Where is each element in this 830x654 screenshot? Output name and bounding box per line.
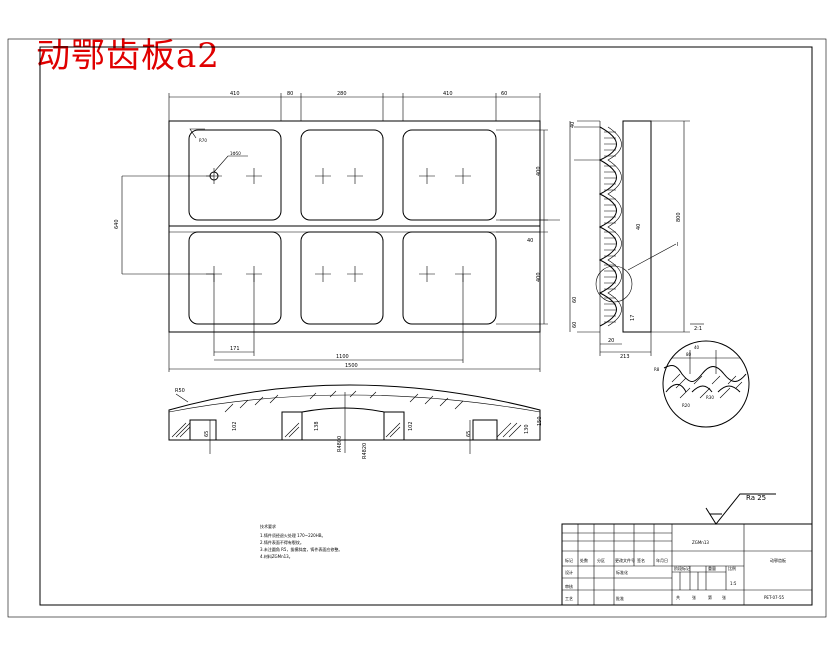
dim-side-b3: 17 [630,315,636,321]
notes-line: 3.未注圆角 R5，拔模斜度，铸件表面应修整。 [260,546,342,552]
tb-cell: 重量 [708,565,716,571]
dim-r4820: R4820 [362,443,368,459]
title-block-name: 动鄂齿板 [770,557,786,563]
tb-cell: 设计 [565,569,573,575]
sheet-inner-frame [39,46,813,606]
tb-cell: 工艺 [565,596,573,601]
tb-cell: 审核 [565,583,573,589]
notes-line: 2.铸件表面不得有裂纹。 [260,539,304,545]
dim-side-b2: 60 [572,322,578,328]
pocket [402,231,497,325]
dim-top-5: 60 [501,91,507,97]
tb-cell: 年月日 [656,557,668,563]
tb-cell: 共 [676,594,680,600]
detail-r30: R30 [706,395,714,400]
dim-side-b4: 20 [608,338,614,344]
drawing-title: 动鄂齿板a2 [36,36,220,76]
tb-cell: 更改文件号 [615,557,635,563]
dim-h1: 65 [204,431,210,437]
dim-bottom-1: 171 [230,346,240,352]
sheet-outer-frame [7,38,827,618]
dim-h7: 150 [537,416,543,426]
title-block-material: ZGMn13 [692,540,709,545]
tb-cell: 标准化 [616,569,628,575]
title-block-scale: 1:5 [730,581,737,586]
dim-h4: 102 [408,421,414,431]
dim-h2: 102 [232,421,238,431]
title-block-drawing-number: PET-07-55 [764,595,785,600]
dim-top-3: 280 [337,91,347,97]
roughness-value: Ra 25 [746,494,766,502]
dim-side-height: 800 [676,212,682,222]
detail-marker: Ⅰ [677,242,678,248]
tb-cell: 标记 [565,557,573,563]
pocket [300,129,384,221]
detail-r8: R8 [654,367,660,372]
tb-cell: 批准 [616,595,624,601]
detail-40: 40 [694,345,700,350]
bolt-centre-marks [206,168,471,282]
dim-r4800: R4800 [337,436,343,452]
dim-top-2: 80 [287,91,293,97]
dim-side-b1: 60 [572,297,578,303]
tb-cell: 第 [708,594,712,600]
plan-view: R70 1Φ50 410 80 280 410 60 640 400 40 40… [114,91,560,372]
section-view: R50 65 102 138 102 65 130 150 R4800 R482… [168,384,543,459]
leader-hole: 1Φ50 [230,151,241,156]
dim-right-1: 400 [536,166,542,176]
tb-cell: 签名 [637,557,645,563]
technical-notes: 技术要求 1.铸件须经退火处理 170~220HB。 2.铸件表面不得有裂纹。 … [260,523,342,559]
dim-top-1: 410 [230,91,240,97]
pocket [188,129,282,221]
tb-cell: 阶段标记 [674,565,690,571]
dim-bottom-3: 1500 [345,363,358,369]
detail-80: 80 [686,352,692,357]
title-block: ZGMn13 动鄂齿板 PET-07-55 1:5 标记 处数 分区 更改文件号… [561,523,813,606]
pocket [300,231,384,325]
notes-heading: 技术要求 [260,523,276,529]
dim-h6: 130 [524,424,530,434]
leader-r70: R70 [199,138,207,143]
tb-cell: 分区 [597,557,605,563]
pocket [188,231,282,325]
tb-cell: 比例 [728,565,736,571]
pocket [402,129,497,221]
dim-side-pitch: 40 [636,224,642,230]
detail-r20: R20 [682,403,690,408]
tb-cell: 张 [692,594,696,600]
dim-right-2: 40 [527,238,533,244]
side-view: Ⅰ 800 40 40 60 60 17 20 213 2:1 [569,120,704,360]
dim-h3: 138 [314,421,320,431]
detail-scale: 2:1 [694,326,702,332]
dim-right-3: 400 [536,272,542,282]
dim-top-4: 410 [443,91,453,97]
dim-side-top: 40 [570,122,576,128]
tb-cell: 张 [722,594,726,600]
tb-cell: 处数 [580,557,588,563]
dim-r50: R50 [175,388,185,394]
notes-line: 4.材料ZGMn13。 [260,553,293,559]
dim-side-b5: 213 [620,354,630,360]
notes-line: 1.铸件须经退火处理 170~220HB。 [260,532,325,538]
dim-h5: 65 [466,431,472,437]
detail-view: R8 R20 R30 40 80 [654,340,750,428]
dim-bottom-2: 1100 [336,354,349,360]
dim-left: 640 [114,219,120,229]
roughness-symbol: Ra 25 [705,493,776,525]
